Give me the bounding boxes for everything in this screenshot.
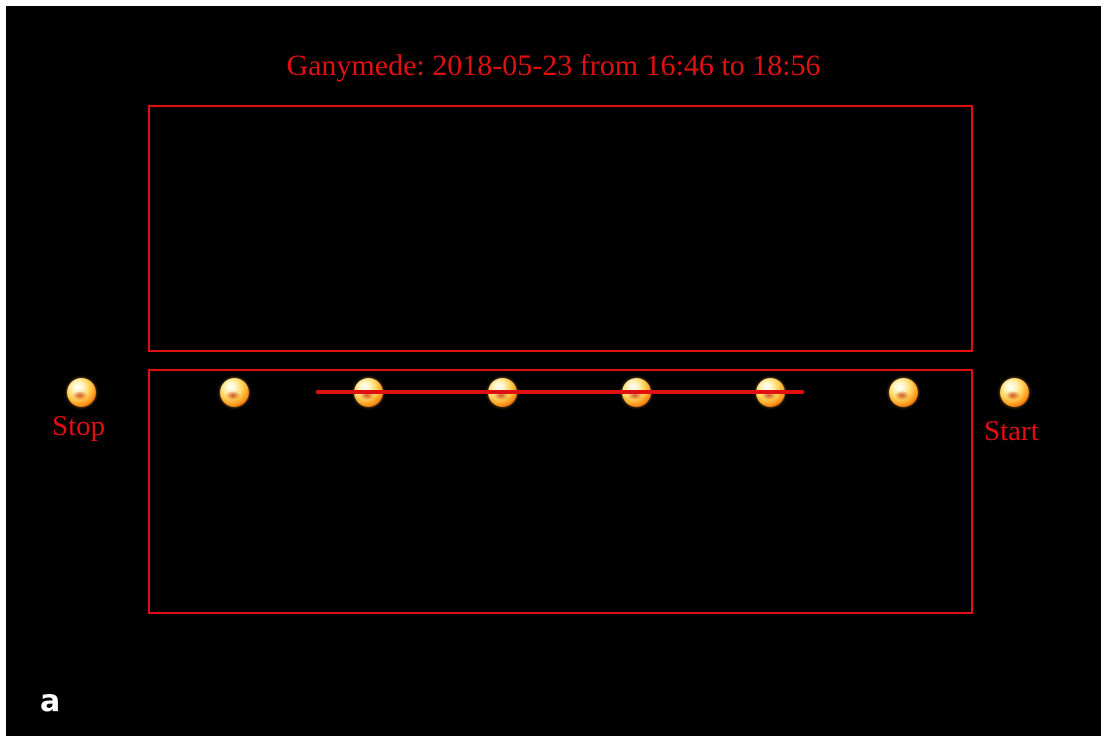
- ganymede-position-stop: [67, 378, 96, 407]
- start-label: Start: [984, 415, 1039, 447]
- figure-background: [6, 6, 1101, 736]
- transit-track-line: [316, 390, 804, 394]
- ganymede-position: [220, 378, 249, 407]
- ganymede-position: [889, 378, 918, 407]
- panel-letter: a: [40, 684, 61, 719]
- upper-frame-box: [148, 105, 973, 352]
- stop-label: Stop: [52, 410, 106, 442]
- ganymede-position-start: [1000, 378, 1029, 407]
- lower-frame-box: [148, 369, 973, 614]
- figure-title: Ganymede: 2018-05-23 from 16:46 to 18:56: [286, 49, 821, 82]
